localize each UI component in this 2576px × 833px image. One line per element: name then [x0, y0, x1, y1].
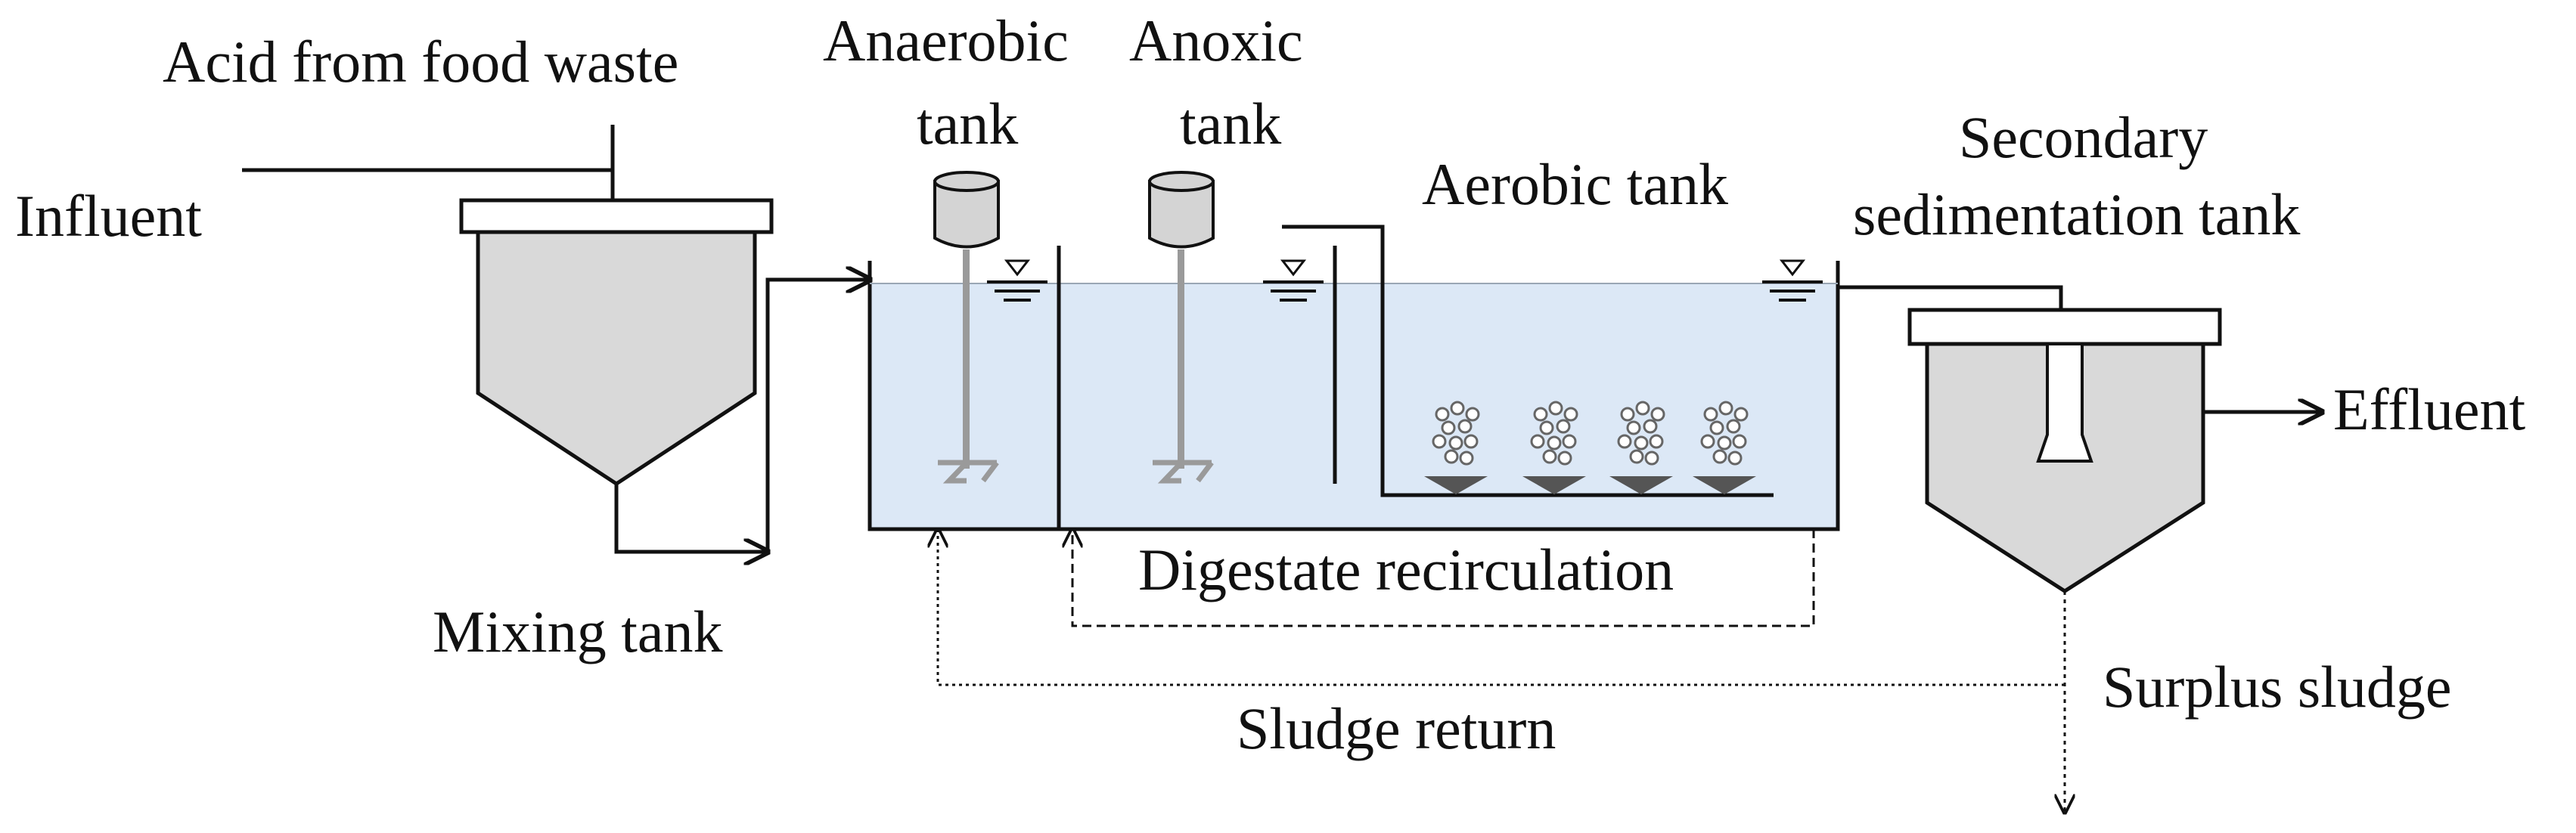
secondary-label-line1: Secondary	[1959, 104, 2208, 170]
diffuser-icon	[1522, 476, 1586, 494]
clarifier-center-well	[2036, 342, 2093, 463]
mixer-shaft	[963, 249, 970, 469]
sludge-return-loop	[938, 529, 2065, 686]
anaerobic-label-line2: tank	[917, 91, 1018, 156]
diffuser-icon	[1609, 476, 1673, 494]
aerobic-label: Aerobic tank	[1422, 151, 1728, 217]
anoxic-label-line2: tank	[1180, 91, 1281, 156]
secondary-label-line2: sedimentation tank	[1853, 181, 2300, 247]
diffuser-icon	[1424, 476, 1488, 494]
sludge-return-label: Sludge return	[1237, 695, 1556, 761]
reactor-water	[870, 283, 1838, 529]
air-supply-pipe	[1282, 225, 1774, 497]
mixer-shaft	[1178, 249, 1184, 469]
air-bubbles-icon	[1617, 401, 1665, 466]
digestate-recirculation-label: Digestate recirculation	[1138, 537, 1674, 602]
mixer-icon	[1148, 171, 1215, 484]
mixing-tank-body	[476, 230, 757, 486]
surplus-sludge-label: Surplus sludge	[2103, 654, 2452, 720]
reactor-walls	[867, 261, 1840, 531]
water-level-icon	[1263, 259, 1324, 302]
acid-label: Acid from food waste	[163, 29, 678, 94]
air-bubbles-icon	[1432, 401, 1480, 466]
mixing-tank-label: Mixing tank	[433, 599, 723, 664]
mixing-tank-lid	[459, 198, 774, 234]
clarifier-lid	[1907, 308, 2222, 346]
mixer-motor	[933, 180, 1000, 249]
air-bubbles-icon	[1530, 401, 1578, 466]
diffuser-icon	[1693, 476, 1756, 494]
effluent-label: Effluent	[2333, 376, 2525, 442]
clarifier-body	[1925, 342, 2205, 593]
mixing-tank	[459, 198, 774, 486]
feed-to-reactor-arrow	[765, 280, 870, 552]
effluent-arrow	[2201, 355, 2322, 412]
air-bubbles-icon	[1700, 401, 1749, 466]
digestate-recirculation-loop	[1072, 529, 1815, 627]
anoxic-label-line1: Anoxic	[1129, 8, 1303, 73]
secondary-sedimentation-tank	[1907, 308, 2222, 593]
influent-label: Influent	[15, 183, 202, 249]
water-level-icon	[1762, 259, 1823, 302]
anaerobic-label-line1: Anaerobic	[823, 8, 1069, 73]
biological-reactor	[867, 246, 1840, 531]
water-level-icon	[987, 259, 1047, 302]
mixing-outflow-arrow	[614, 484, 768, 552]
mixer-motor	[1148, 180, 1215, 249]
mixer-icon	[933, 171, 1000, 484]
